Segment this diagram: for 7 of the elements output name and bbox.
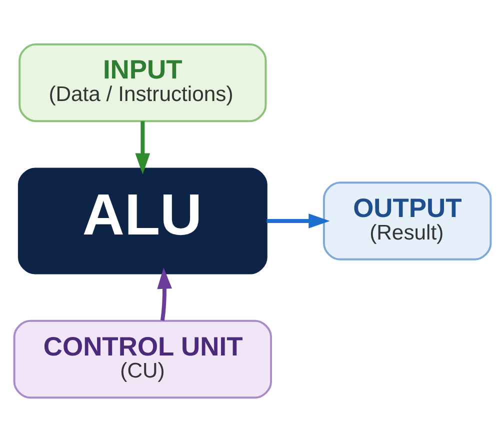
arrow: [134, 120, 150, 174]
arrow: [266, 213, 330, 228]
arrow: [156, 267, 172, 320]
node-box: OUTPUT (Result): [322, 181, 492, 260]
node-box: INPUT (Data / Instructions): [18, 42, 266, 122]
node-box: ALU: [17, 167, 267, 274]
node-box: CONTROL UNIT (CU): [12, 319, 272, 398]
